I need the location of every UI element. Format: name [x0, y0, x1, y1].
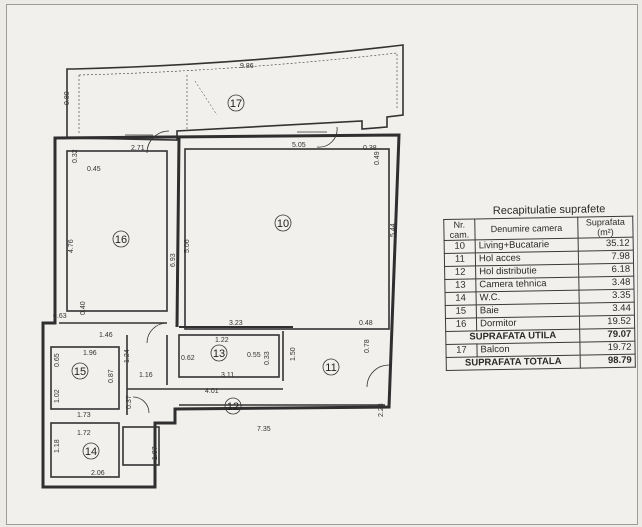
- dim-label: 1.46: [99, 332, 113, 339]
- row-nr: 15: [445, 304, 477, 319]
- dim-label: 5.06: [184, 239, 191, 253]
- room-10-label: 10: [277, 218, 289, 230]
- area-summary-table: Recapitulatie suprafete Nr. cam. Denumir…: [443, 203, 636, 371]
- dim-label: 7.35: [257, 426, 271, 433]
- dim-label: 1.24: [124, 349, 131, 363]
- row-area: 7.98: [578, 250, 634, 265]
- dim-label: 5.05: [292, 142, 306, 149]
- row-area: 35.12: [578, 237, 634, 252]
- row-area: 6.18: [578, 263, 634, 278]
- dim-label: 9.86: [240, 63, 254, 70]
- room-14-label: 14: [85, 446, 97, 458]
- dim-label: 0.80: [64, 91, 71, 105]
- dim-label: 0.78: [364, 339, 371, 353]
- floor-plan: 17 16 10 13 11 12 15 14 9.86 0.80 2.71 5…: [41, 44, 404, 489]
- row-nr: 16: [445, 317, 477, 332]
- dim-label: 0.87: [108, 369, 115, 383]
- dim-label: 3.11: [221, 372, 234, 379]
- dim-label: 2.71: [131, 145, 145, 152]
- dim-label: 6.93: [170, 253, 177, 267]
- dim-label: 0.37: [126, 395, 133, 409]
- inner-walls: [50, 148, 390, 478]
- door-swings: [125, 126, 390, 414]
- dim-label: 0.38: [363, 145, 377, 152]
- dim-label: 3.23: [229, 320, 243, 327]
- room-16-label: 16: [115, 234, 127, 246]
- row-area: 3.48: [578, 276, 634, 291]
- header-area: Suprafata (m²): [577, 216, 634, 239]
- dim-label: 0.62: [181, 355, 195, 362]
- dim-label: 5.44: [390, 223, 397, 237]
- header-nr: Nr. cam.: [443, 218, 476, 241]
- dim-label: 0.65: [54, 353, 61, 367]
- room-17-label: 17: [230, 98, 242, 110]
- outer-walls: [41, 133, 401, 489]
- summary-grid: Nr. cam. Denumire camera Suprafata (m²) …: [443, 216, 636, 371]
- dimension-labels: 9.86 0.80 2.71 5.05 0.38 0.49 0.32 0.45 …: [53, 63, 397, 477]
- dim-label: 4.76: [68, 239, 75, 253]
- useful-area-value: 79.07: [579, 328, 635, 343]
- balcony-nr: 17: [445, 343, 478, 358]
- plan-sheet: 17 16 10 13 11 12 15 14 9.86 0.80 2.71 5…: [6, 4, 638, 525]
- row-nr: 12: [444, 265, 476, 280]
- header-name: Denumire camera: [474, 217, 579, 240]
- row-nr: 11: [444, 252, 476, 267]
- total-area-row: SUPRAFATA TOTALA 98.79: [446, 354, 636, 371]
- row-nr: 10: [444, 239, 476, 254]
- dim-label: 1.16: [139, 372, 153, 379]
- dim-label: 0.49: [374, 151, 381, 165]
- row-area: 19.52: [579, 315, 635, 330]
- dim-label: 1.50: [290, 347, 297, 361]
- balcony-area: 19.72: [579, 341, 636, 356]
- dim-label: 0.40: [80, 301, 87, 315]
- dim-label: 1.22: [215, 337, 229, 344]
- dim-label: 0.48: [359, 320, 373, 327]
- room-11-label: 11: [325, 362, 336, 374]
- dim-label: 1.72: [77, 430, 91, 437]
- dim-label: 0.45: [87, 166, 101, 173]
- row-nr: 14: [445, 291, 477, 306]
- total-area-value: 98.79: [580, 354, 636, 369]
- row-nr: 13: [444, 278, 477, 293]
- dim-label: 0.55: [247, 352, 261, 359]
- dim-label: 1.96: [83, 350, 97, 357]
- dim-label: 0.63: [53, 313, 67, 320]
- row-area: 3.44: [579, 302, 635, 317]
- dim-label: 1.73: [77, 412, 91, 419]
- row-area: 3.35: [578, 289, 635, 304]
- room-12-label: 12: [227, 401, 239, 413]
- dim-label: 0.33: [264, 351, 271, 365]
- room-13-label: 13: [213, 348, 225, 360]
- room-15-label: 15: [74, 366, 86, 378]
- total-area-label: SUPRAFATA TOTALA: [446, 355, 581, 371]
- balcony-17: [66, 44, 404, 141]
- dim-label: 0.32: [72, 149, 79, 163]
- dim-label: 1.02: [54, 389, 61, 403]
- dim-label: 1.07: [152, 446, 159, 460]
- room-labels: 17 16 10 13 11 12 15 14: [71, 94, 340, 460]
- dim-label: 4.01: [205, 388, 219, 395]
- summary-header-row: Nr. cam. Denumire camera Suprafata (m²): [443, 216, 634, 241]
- dim-label: 2.23: [378, 403, 385, 417]
- dim-label: 1.18: [54, 439, 61, 453]
- dim-label: 2.06: [91, 470, 105, 477]
